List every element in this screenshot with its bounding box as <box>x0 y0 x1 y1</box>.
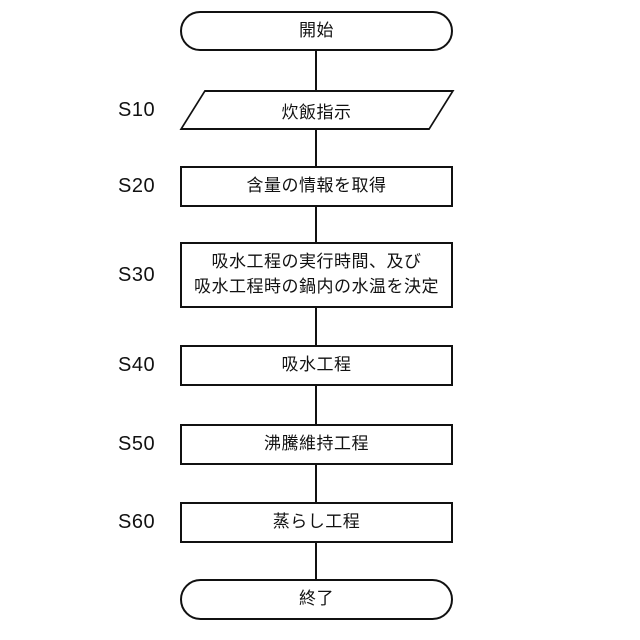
connector-s10-s20 <box>315 130 317 166</box>
s30-label-line2: 吸水工程時の鍋内の水温を決定 <box>194 277 439 296</box>
start-terminal: 開始 <box>180 11 453 51</box>
s20-label: 含量の情報を取得 <box>246 176 387 196</box>
end-terminal-label: 終了 <box>299 589 334 609</box>
start-terminal-label: 開始 <box>299 20 334 40</box>
s30-label-line1: 吸水工程の実行時間、及び <box>211 252 422 272</box>
step-label-s60: S60 <box>118 511 156 533</box>
s10-label: 炊飯指示 <box>281 102 352 122</box>
s40-process-box: 吸水工程 <box>180 345 453 386</box>
connector-s50-s60 <box>315 465 317 502</box>
step-label-s40: S40 <box>118 354 156 376</box>
connector-s20-s30 <box>315 207 317 242</box>
s40-label: 吸水工程 <box>281 355 352 375</box>
end-terminal: 終了 <box>180 579 453 620</box>
connector-s30-s40 <box>315 308 317 345</box>
connector-start-s10 <box>315 51 317 90</box>
step-label-s50: S50 <box>118 433 156 455</box>
s50-process-box: 沸騰維持工程 <box>180 424 453 465</box>
step-label-s30: S30 <box>118 263 156 286</box>
connector-s40-s50 <box>315 386 317 424</box>
connector-s60-end <box>315 543 317 579</box>
s50-label: 沸騰維持工程 <box>264 434 369 454</box>
s20-process-box: 含量の情報を取得 <box>180 166 453 207</box>
s60-process-box: 蒸らし工程 <box>180 502 453 543</box>
step-label-s10: S10 <box>118 98 156 121</box>
step-label-s20: S20 <box>118 175 156 197</box>
s30-process-box: 吸水工程の実行時間、及び 吸水工程時の鍋内の水温を決定 <box>180 242 453 308</box>
s60-label: 蒸らし工程 <box>272 512 361 532</box>
